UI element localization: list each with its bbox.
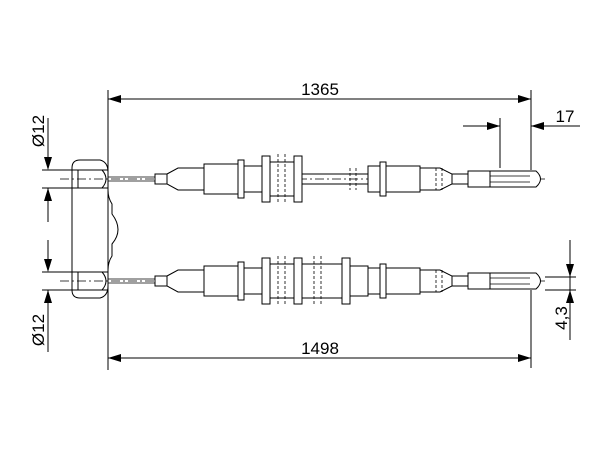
left-yoke <box>71 159 119 299</box>
dimension-top-length: 1365 <box>108 80 531 103</box>
dimension-upper-diameter-label: Ø12 <box>29 115 48 147</box>
extension-lines <box>107 90 576 370</box>
dimension-upper-diameter: Ø12 <box>29 115 108 222</box>
dimension-bottom-label: 1498 <box>301 339 339 358</box>
dimension-end-offset-label: 17 <box>556 107 575 126</box>
upper-cable <box>60 154 545 204</box>
dimension-offset-label: 4,3 <box>552 306 571 330</box>
dimension-offset: 4,3 <box>552 264 574 330</box>
dimension-top-label: 1365 <box>301 80 339 99</box>
lower-cable <box>60 256 545 306</box>
dimension-end-offset: 17 <box>463 107 580 130</box>
dimension-lower-diameter-label: Ø12 <box>29 314 48 346</box>
dimension-lower-diameter: Ø12 <box>29 240 108 352</box>
dimension-bottom-length: 1498 <box>108 339 531 362</box>
